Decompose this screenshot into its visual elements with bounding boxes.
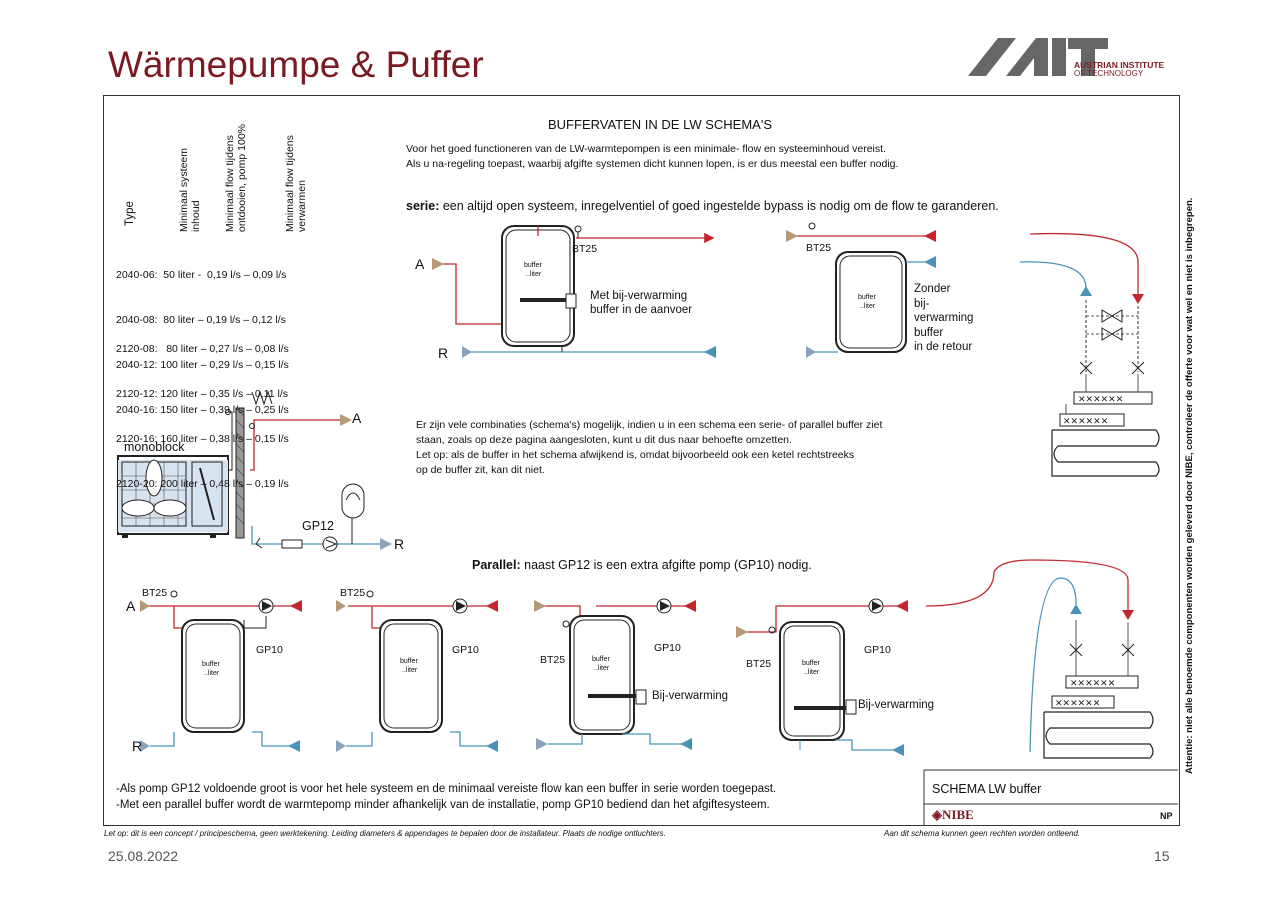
label-gp10: GP10 — [864, 644, 891, 656]
label-r-serie: R — [438, 345, 449, 361]
bottom-note-2: -Met een parallel buffer wordt de warmte… — [116, 799, 770, 811]
parallel-diagram-3 — [534, 598, 696, 750]
label-buffer: buffer — [802, 660, 820, 667]
note-line: verwarming — [914, 312, 974, 324]
label-buffer: buffer — [524, 262, 542, 269]
monoblock-unit — [117, 390, 392, 552]
parallel-description: Parallel: naast GP12 is een extra afgift… — [472, 558, 812, 572]
label-r-monoblock: R — [394, 536, 405, 552]
label-bt25: BT25 — [540, 654, 566, 666]
label-liter: ..liter — [204, 670, 220, 677]
label-gp10: GP10 — [452, 644, 479, 656]
svg-text:✕✕✕✕✕✕: ✕✕✕✕✕✕ — [1078, 394, 1123, 404]
schema-title-block — [923, 769, 1178, 826]
label-buffer: buffer — [858, 294, 876, 301]
footnote-left: Let op: dit is een concept / principesch… — [104, 829, 666, 838]
label-liter: ..liter — [860, 303, 876, 310]
label-bt25: BT25 — [746, 658, 772, 670]
table-row: 2040-12: 100 liter – 0,29 l/s – 0,15 l/s — [116, 359, 289, 371]
table-block-2040: 2040-06: 50 liter - 0,19 l/s – 0,09 l/s … — [116, 238, 289, 433]
parallel-text: naast GP12 is een extra afgifte pomp (GP… — [520, 558, 812, 572]
serie-buffer-left — [432, 225, 716, 358]
note-line: Zonder — [914, 283, 951, 295]
serie-bold: serie: — [406, 199, 440, 213]
table-header-type: Type — [124, 201, 136, 226]
label-a-parallel: A — [126, 598, 136, 614]
parallel-distribution: ✕✕✕✕✕✕ ✕✕✕✕✕✕ — [925, 559, 1154, 759]
serie-left-note-1: Met bij-verwarming — [590, 290, 688, 302]
label-bt25: BT25 — [572, 243, 598, 255]
table-row: 2040-16: 150 liter – 0,39 l/s – 0,25 l/s — [116, 404, 289, 416]
combo-line-2: staan, zoals op deze pagina aangesloten,… — [416, 434, 792, 446]
label-buffer: buffer — [400, 658, 418, 665]
svg-text:✕✕✕✕✕✕: ✕✕✕✕✕✕ — [1070, 678, 1115, 688]
table-row: 2120-20: 200 liter – 0,48 l/s – 0,19 l/s — [116, 478, 289, 490]
note-line: bij- — [914, 297, 930, 310]
table-header-flow-ontdooien: Minimaal flow tijdens ontdooien, pomp 10… — [224, 124, 248, 232]
label-liter: ..liter — [804, 669, 820, 676]
table-row: 2040-08: 80 liter – 0,19 l/s – 0,12 l/s — [116, 314, 286, 326]
label-gp12: GP12 — [302, 519, 334, 533]
intro-line-2: Als u na-regeling toepast, waarbij afgif… — [406, 158, 899, 170]
table-row: 2120-16: 160 liter – 0,38 l/s – 0,15 l/s — [116, 433, 289, 445]
serie-description: serie: een altijd open systeem, inregelv… — [406, 199, 999, 213]
note-line: in de retour — [914, 341, 973, 353]
label-gp10: GP10 — [654, 642, 681, 654]
label-bt25: BT25 — [806, 242, 832, 254]
nibe-logo: ◈NIBE — [932, 807, 974, 822]
serie-buffer-right — [786, 222, 936, 358]
parallel-diagram-2 — [336, 590, 498, 752]
label-r-parallel: R — [132, 738, 143, 754]
slide-title: Wärmepumpe & Puffer — [108, 44, 484, 85]
schema-box-title: SCHEMA LW buffer — [932, 782, 1042, 796]
note-line: buffer — [914, 326, 944, 339]
bijverwarming-label: Bij-verwarming — [652, 690, 729, 702]
serie-right-note: Zonder bij- verwarming buffer in de reto… — [914, 282, 973, 355]
table-row: 2040-06: 50 liter - 0,19 l/s – 0,09 l/s — [116, 269, 287, 281]
table-row: 2120-08: 80 liter – 0,27 l/s – 0,08 l/s — [116, 343, 289, 355]
nibe-text: NIBE — [942, 807, 974, 822]
table-block-2120: 2120-08: 80 liter – 0,27 l/s – 0,08 l/s … — [116, 312, 289, 507]
svg-text:✕✕✕✕✕✕: ✕✕✕✕✕✕ — [1055, 698, 1100, 708]
label-liter: ..liter — [594, 665, 610, 672]
label-a-serie: A — [415, 256, 425, 272]
bijverwarming-label: Bij-verwarming — [858, 699, 935, 711]
sheet-heading: BUFFERVATEN IN DE LW SCHEMA'S — [548, 117, 772, 132]
combo-line-3: Let op: als de buffer in het schema afwi… — [416, 449, 855, 461]
np-mark: NP — [1160, 811, 1173, 821]
monoblock-label: monoblock — [124, 440, 185, 454]
slide-date: 25.08.2022 — [108, 848, 179, 864]
combo-line-1: Er zijn vele combinaties (schema's) moge… — [416, 419, 883, 431]
label-a-monoblock: A — [352, 410, 362, 426]
svg-text:✕✕✕✕✕✕: ✕✕✕✕✕✕ — [1063, 416, 1108, 426]
slide-page-number: 15 — [1154, 848, 1170, 864]
table-header-inhoud: Minimaal systeem inhoud — [178, 147, 202, 232]
label-bt25: BT25 — [340, 587, 366, 599]
table-row: 2120-12: 120 liter – 0,35 l/s – 0,11 l/s — [116, 388, 288, 400]
parallel-bold: Parallel: — [472, 558, 521, 572]
label-buffer: buffer — [592, 656, 610, 663]
label-gp10: GP10 — [256, 644, 283, 656]
logo-line1: AUSTRIAN INSTITUTE — [1074, 60, 1165, 70]
side-note: Attentie: niet alle benoemde componenten… — [1184, 197, 1195, 774]
serie-distribution: ✕✕✕✕✕✕ ✕✕✕✕✕✕ — [1019, 232, 1160, 477]
serie-left-note-2: buffer in de aanvoer — [590, 304, 693, 316]
schema-sheet — [103, 95, 1180, 826]
table-header-flow-verwarmen: Minimaal flow tijdens verwarmen — [284, 135, 308, 232]
label-liter: ..liter — [402, 667, 418, 674]
ait-logo: AUSTRIAN INSTITUTE OF TECHNOLOGY — [968, 36, 1178, 80]
parallel-diagram-1 — [140, 590, 302, 752]
label-buffer: buffer — [202, 661, 220, 668]
combo-line-4: op de buffer zit, kan dit niet. — [416, 464, 545, 476]
serie-text: een altijd open systeem, inregelventiel … — [439, 199, 999, 213]
parallel-diagram-4 — [736, 598, 908, 756]
footnote-right: Aan dit schema kunnen geen rechten worde… — [884, 829, 1081, 838]
label-bt25: BT25 — [142, 587, 168, 599]
bottom-note-1: -Als pomp GP12 voldoende groot is voor h… — [116, 783, 777, 795]
intro-line-1: Voor het goed functioneren van de LW-war… — [406, 143, 886, 155]
label-liter: ..liter — [526, 271, 542, 278]
logo-line2: OF TECHNOLOGY — [1074, 69, 1144, 78]
